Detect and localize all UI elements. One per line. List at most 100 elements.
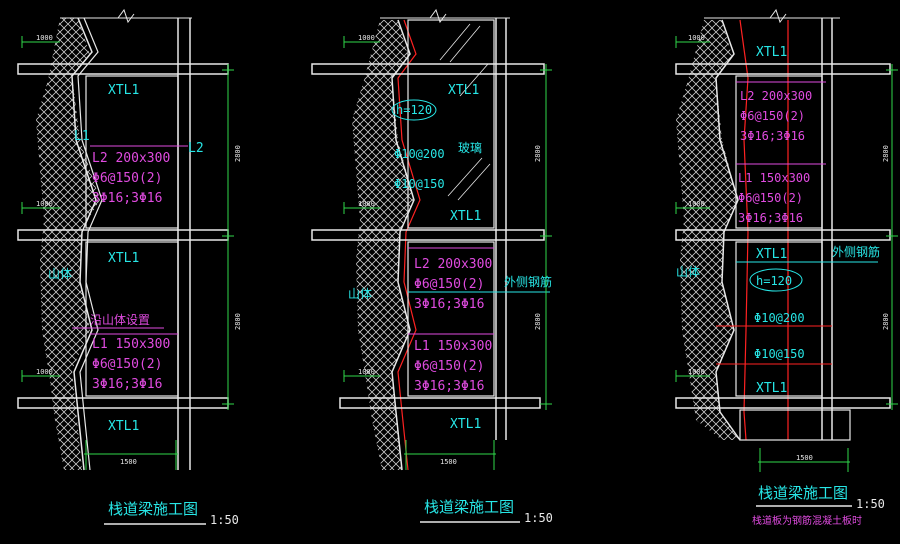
rebar-150: Φ10@150 xyxy=(754,347,805,361)
level-dim-1 xyxy=(21,36,60,48)
panel-1: 1000 1000 1000 1500 2800 2800 XTL1 L1 L2… xyxy=(17,8,242,527)
rebar-200: Φ10@200 xyxy=(394,147,445,161)
label-xtl1-bottom: XTL1 xyxy=(108,419,139,434)
height-dim-text: 2800 xyxy=(882,313,890,330)
label-xtl1-mid: XTL1 xyxy=(756,247,787,262)
l1-stirrup: Φ6@150(2) xyxy=(738,191,803,205)
bay-lower xyxy=(407,241,495,397)
footing xyxy=(739,409,851,441)
slab-top xyxy=(675,63,891,75)
steel-line xyxy=(397,19,421,471)
width-dim-text: 1500 xyxy=(120,458,137,466)
label-mountain: 山体 xyxy=(348,287,372,301)
l1-spec: L1 150x300 xyxy=(414,339,492,354)
level-dim-text: 1000 xyxy=(358,34,375,42)
panel-3: 1000 1000 1000 1500 2800 2800 XTL1 L2 20… xyxy=(675,8,898,527)
l2-bars: 3Φ16;3Φ16 xyxy=(414,297,484,312)
level-dim-3 xyxy=(675,370,710,382)
level-dim-text: 1000 xyxy=(688,368,705,376)
level-dim-3 xyxy=(21,370,60,382)
steel-line xyxy=(739,19,749,441)
l2-spec: L2 200x300 xyxy=(414,257,492,272)
label-outer-rail: 外侧钢筋 xyxy=(504,274,552,289)
l1-spec: L1 150x300 xyxy=(92,337,170,352)
rebar-200: Φ10@200 xyxy=(754,311,805,325)
bay-upper xyxy=(85,75,179,229)
l2-stirrup: Φ6@150(2) xyxy=(740,109,805,123)
height-dim-text: 2800 xyxy=(534,313,542,330)
level-dim-2 xyxy=(21,202,60,214)
slab-mid xyxy=(311,229,545,241)
rock-face-inner xyxy=(77,17,103,471)
level-dim-3 xyxy=(343,370,380,382)
rock-hatch xyxy=(36,18,100,470)
level-dim-text: 1000 xyxy=(358,368,375,376)
height-dim-text: 2800 xyxy=(234,145,242,162)
level-dim-1 xyxy=(675,36,710,48)
l1-spec: L1 150x300 xyxy=(738,171,810,185)
label-xtl1-mid: XTL1 xyxy=(108,251,139,266)
label-xtl1-top: XTL1 xyxy=(448,83,479,98)
glass-hatch xyxy=(439,23,491,201)
drawing-scale: 1:50 xyxy=(210,513,239,527)
slab-bottom xyxy=(675,397,891,409)
level-dim-1 xyxy=(343,36,380,48)
level-dim-text: 1000 xyxy=(36,200,53,208)
l2-bars: 3Φ16;3Φ16 xyxy=(740,129,805,143)
drawing-scale: 1:50 xyxy=(856,497,885,511)
width-dim-text: 1500 xyxy=(440,458,457,466)
level-dim-2 xyxy=(675,202,710,214)
height-dim-text: 2800 xyxy=(534,145,542,162)
drawing-title: 栈道梁施工图 xyxy=(424,498,514,516)
slab-bottom xyxy=(339,397,541,409)
label-xtl1-bottom: XTL1 xyxy=(450,417,481,432)
label-mountain: 山体 xyxy=(676,265,700,279)
slab-h-label: h=120 xyxy=(756,274,792,288)
drawing-title: 栈道梁施工图 xyxy=(758,484,848,502)
slab-h-callout xyxy=(391,99,437,121)
l1-bars: 3Φ16;3Φ16 xyxy=(414,379,484,394)
height-dim-text: 2800 xyxy=(234,313,242,330)
rock-face-line xyxy=(715,19,741,441)
level-dim-text: 1000 xyxy=(358,200,375,208)
slab-mid xyxy=(675,229,891,241)
label-xtl1-mid: XTL1 xyxy=(450,209,481,224)
label-l1: L1 xyxy=(74,129,90,144)
level-dim-2 xyxy=(343,202,380,214)
l2-stirrup: Φ6@150(2) xyxy=(414,277,484,292)
label-glass: 玻璃 xyxy=(458,141,482,155)
rock-hatch xyxy=(352,20,414,470)
glass-panel xyxy=(407,19,495,229)
level-dim-text: 1000 xyxy=(36,34,53,42)
bay-upper xyxy=(735,75,823,229)
l2-spec: L2 200x300 xyxy=(740,89,812,103)
label-l2-side: L2 xyxy=(188,141,204,156)
l1-bars: 3Φ16;3Φ16 xyxy=(738,211,803,225)
bay-lower xyxy=(85,241,179,397)
drawing-scale: 1:50 xyxy=(524,511,553,525)
l1-bars: 3Φ16;3Φ16 xyxy=(92,377,162,392)
drawing-subtitle: 栈道板为钢筋混凝土板时 xyxy=(752,514,862,527)
drawing-title: 栈道梁施工图 xyxy=(108,500,198,518)
l1-stirrup: Φ6@150(2) xyxy=(92,357,162,372)
slab-top xyxy=(311,63,545,75)
l2-bars: 3Φ16;3Φ16 xyxy=(92,191,162,206)
label-along-mountain: 沿山体设置 xyxy=(90,313,150,327)
label-xtl1-top: XTL1 xyxy=(108,83,139,98)
rebar-150: Φ10@150 xyxy=(394,177,445,191)
level-dim-text: 1000 xyxy=(688,200,705,208)
width-dim-text: 1500 xyxy=(796,454,813,462)
break-mark xyxy=(117,8,135,24)
height-dim-text: 2800 xyxy=(882,145,890,162)
label-mountain: 山体 xyxy=(48,267,72,281)
rock-face-line xyxy=(391,19,415,471)
label-xtl1-bottom: XTL1 xyxy=(756,381,787,396)
rock-face-line xyxy=(71,17,97,471)
level-dim-text: 1000 xyxy=(36,368,53,376)
slab-h-callout xyxy=(749,268,803,292)
slab-bottom xyxy=(17,397,229,409)
l2-stirrup: Φ6@150(2) xyxy=(92,171,162,186)
label-outer-rail: 外侧钢筋 xyxy=(832,244,880,259)
label-xtl1-top: XTL1 xyxy=(756,45,787,60)
